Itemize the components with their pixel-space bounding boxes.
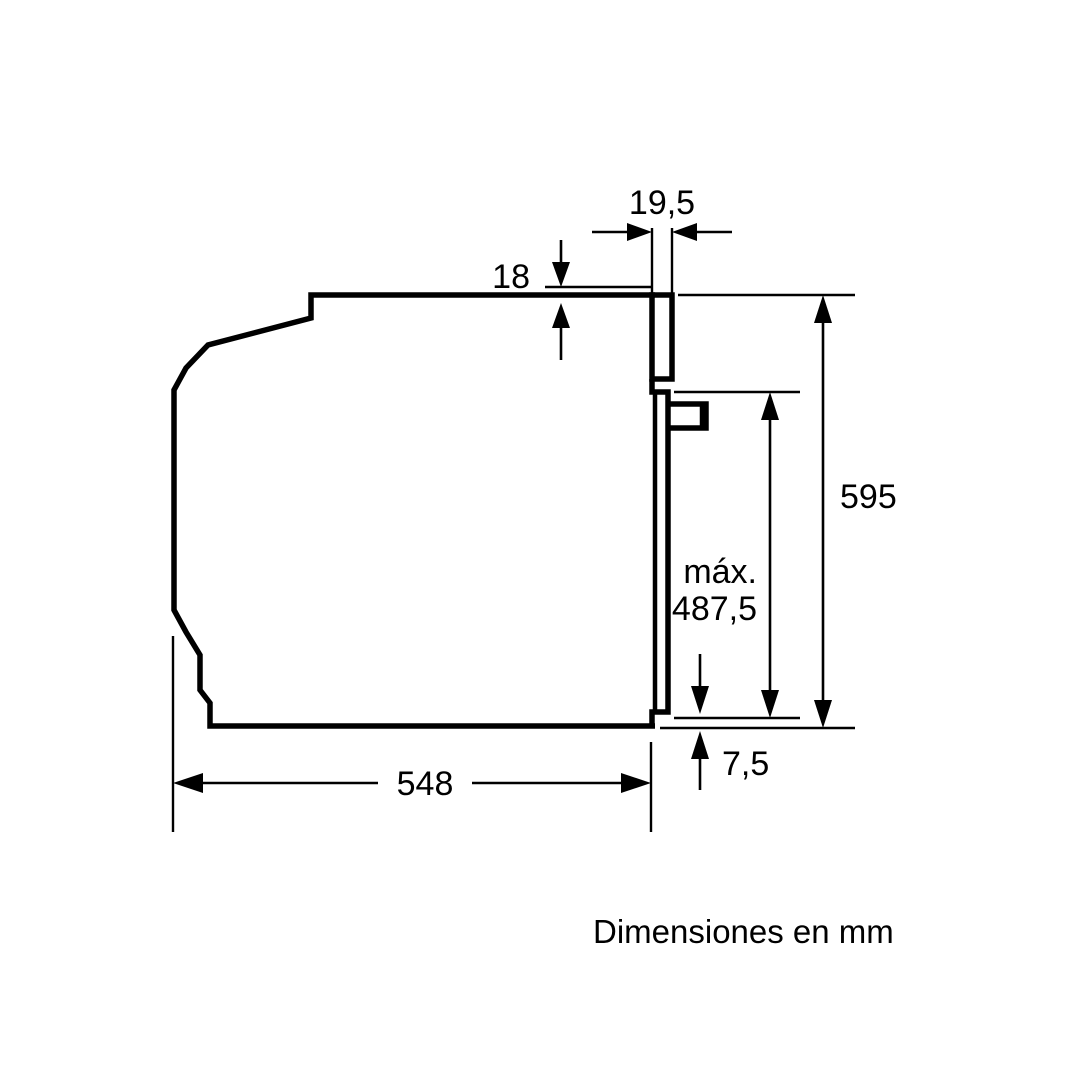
dimension-label-bottom-offset: 7,5 xyxy=(722,745,769,783)
arrow-down xyxy=(761,690,779,718)
arrow-down xyxy=(691,686,709,714)
arrow-up xyxy=(814,295,832,323)
units-caption: Dimensiones en mm xyxy=(593,913,894,950)
arrow-down xyxy=(552,262,570,287)
dimension-top-offset: 18 xyxy=(492,240,652,360)
dimension-door-thickness: 19,5 xyxy=(592,184,732,300)
dimension-label-door-thickness: 19,5 xyxy=(629,184,695,222)
oven-door-panel xyxy=(649,292,675,726)
arrow-right xyxy=(627,223,652,241)
dimension-label-total-height: 595 xyxy=(840,478,897,516)
arrow-down xyxy=(814,700,832,728)
dimension-label-cavity-max-prefix: máx. xyxy=(683,553,757,591)
arrow-left xyxy=(173,773,203,793)
dimension-bottom-offset: 7,5 xyxy=(691,654,769,790)
arrow-up xyxy=(691,731,709,759)
door-handle-detail xyxy=(668,401,709,431)
dimension-label-body-depth: 548 xyxy=(397,765,454,803)
dimension-total-height: 595 xyxy=(660,293,897,730)
arrow-up xyxy=(552,303,570,328)
oven-body-outline xyxy=(171,292,655,729)
arrow-right xyxy=(621,773,651,793)
arrow-up xyxy=(761,392,779,420)
dimension-label-cavity-max-value: 487,5 xyxy=(672,590,757,628)
dimension-body-depth: 548 xyxy=(171,636,653,832)
arrow-left xyxy=(672,223,697,241)
dimension-label-top-offset: 18 xyxy=(492,258,530,296)
dimension-cavity-max-height: máx. 487,5 xyxy=(672,390,800,720)
